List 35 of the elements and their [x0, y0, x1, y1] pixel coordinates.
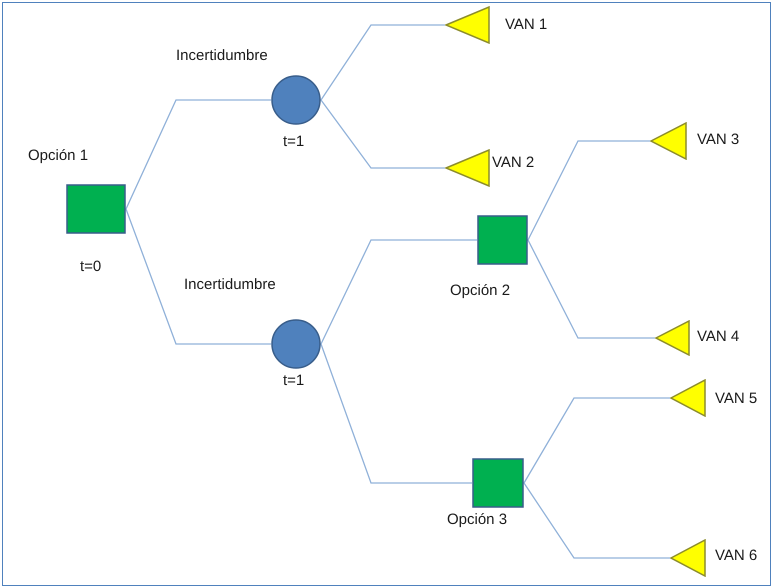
node-label: t=0 — [80, 258, 102, 276]
branch-line — [523, 482, 670, 559]
outcome-triangle — [670, 539, 706, 577]
outcome-triangle — [445, 149, 490, 187]
branch-line — [320, 24, 445, 100]
node-label: Opción 3 — [447, 511, 508, 529]
node-label: VAN 2 — [492, 154, 534, 172]
outcome-triangle — [670, 379, 706, 417]
chance-circle — [271, 319, 321, 369]
branch-line — [320, 344, 472, 484]
branch-line — [527, 140, 650, 240]
node-label: t=1 — [283, 133, 304, 151]
node-label: VAN 4 — [697, 328, 740, 346]
node-label: Opción 2 — [450, 282, 510, 300]
chance-circle — [271, 75, 321, 125]
node-label: t=1 — [283, 372, 304, 390]
node-label: Opción 1 — [28, 147, 88, 165]
branch-line — [523, 397, 670, 484]
decision-square — [477, 215, 528, 265]
decision-square — [472, 458, 524, 508]
node-label: Incertidumbre — [184, 276, 276, 294]
outcome-triangle — [655, 320, 690, 356]
branch-line — [320, 239, 477, 344]
node-label: VAN 6 — [715, 547, 758, 565]
outcome-triangle — [445, 6, 490, 44]
node-label: VAN 3 — [697, 131, 740, 149]
branch-line — [527, 240, 655, 339]
node-label: VAN 5 — [715, 390, 758, 408]
branch-line — [125, 99, 271, 210]
decision-square — [66, 184, 126, 234]
node-label: Incertidumbre — [176, 47, 268, 65]
outcome-triangle — [650, 122, 687, 160]
node-label: VAN 1 — [505, 16, 548, 34]
branch-line — [125, 208, 271, 345]
branch-line — [320, 100, 445, 169]
